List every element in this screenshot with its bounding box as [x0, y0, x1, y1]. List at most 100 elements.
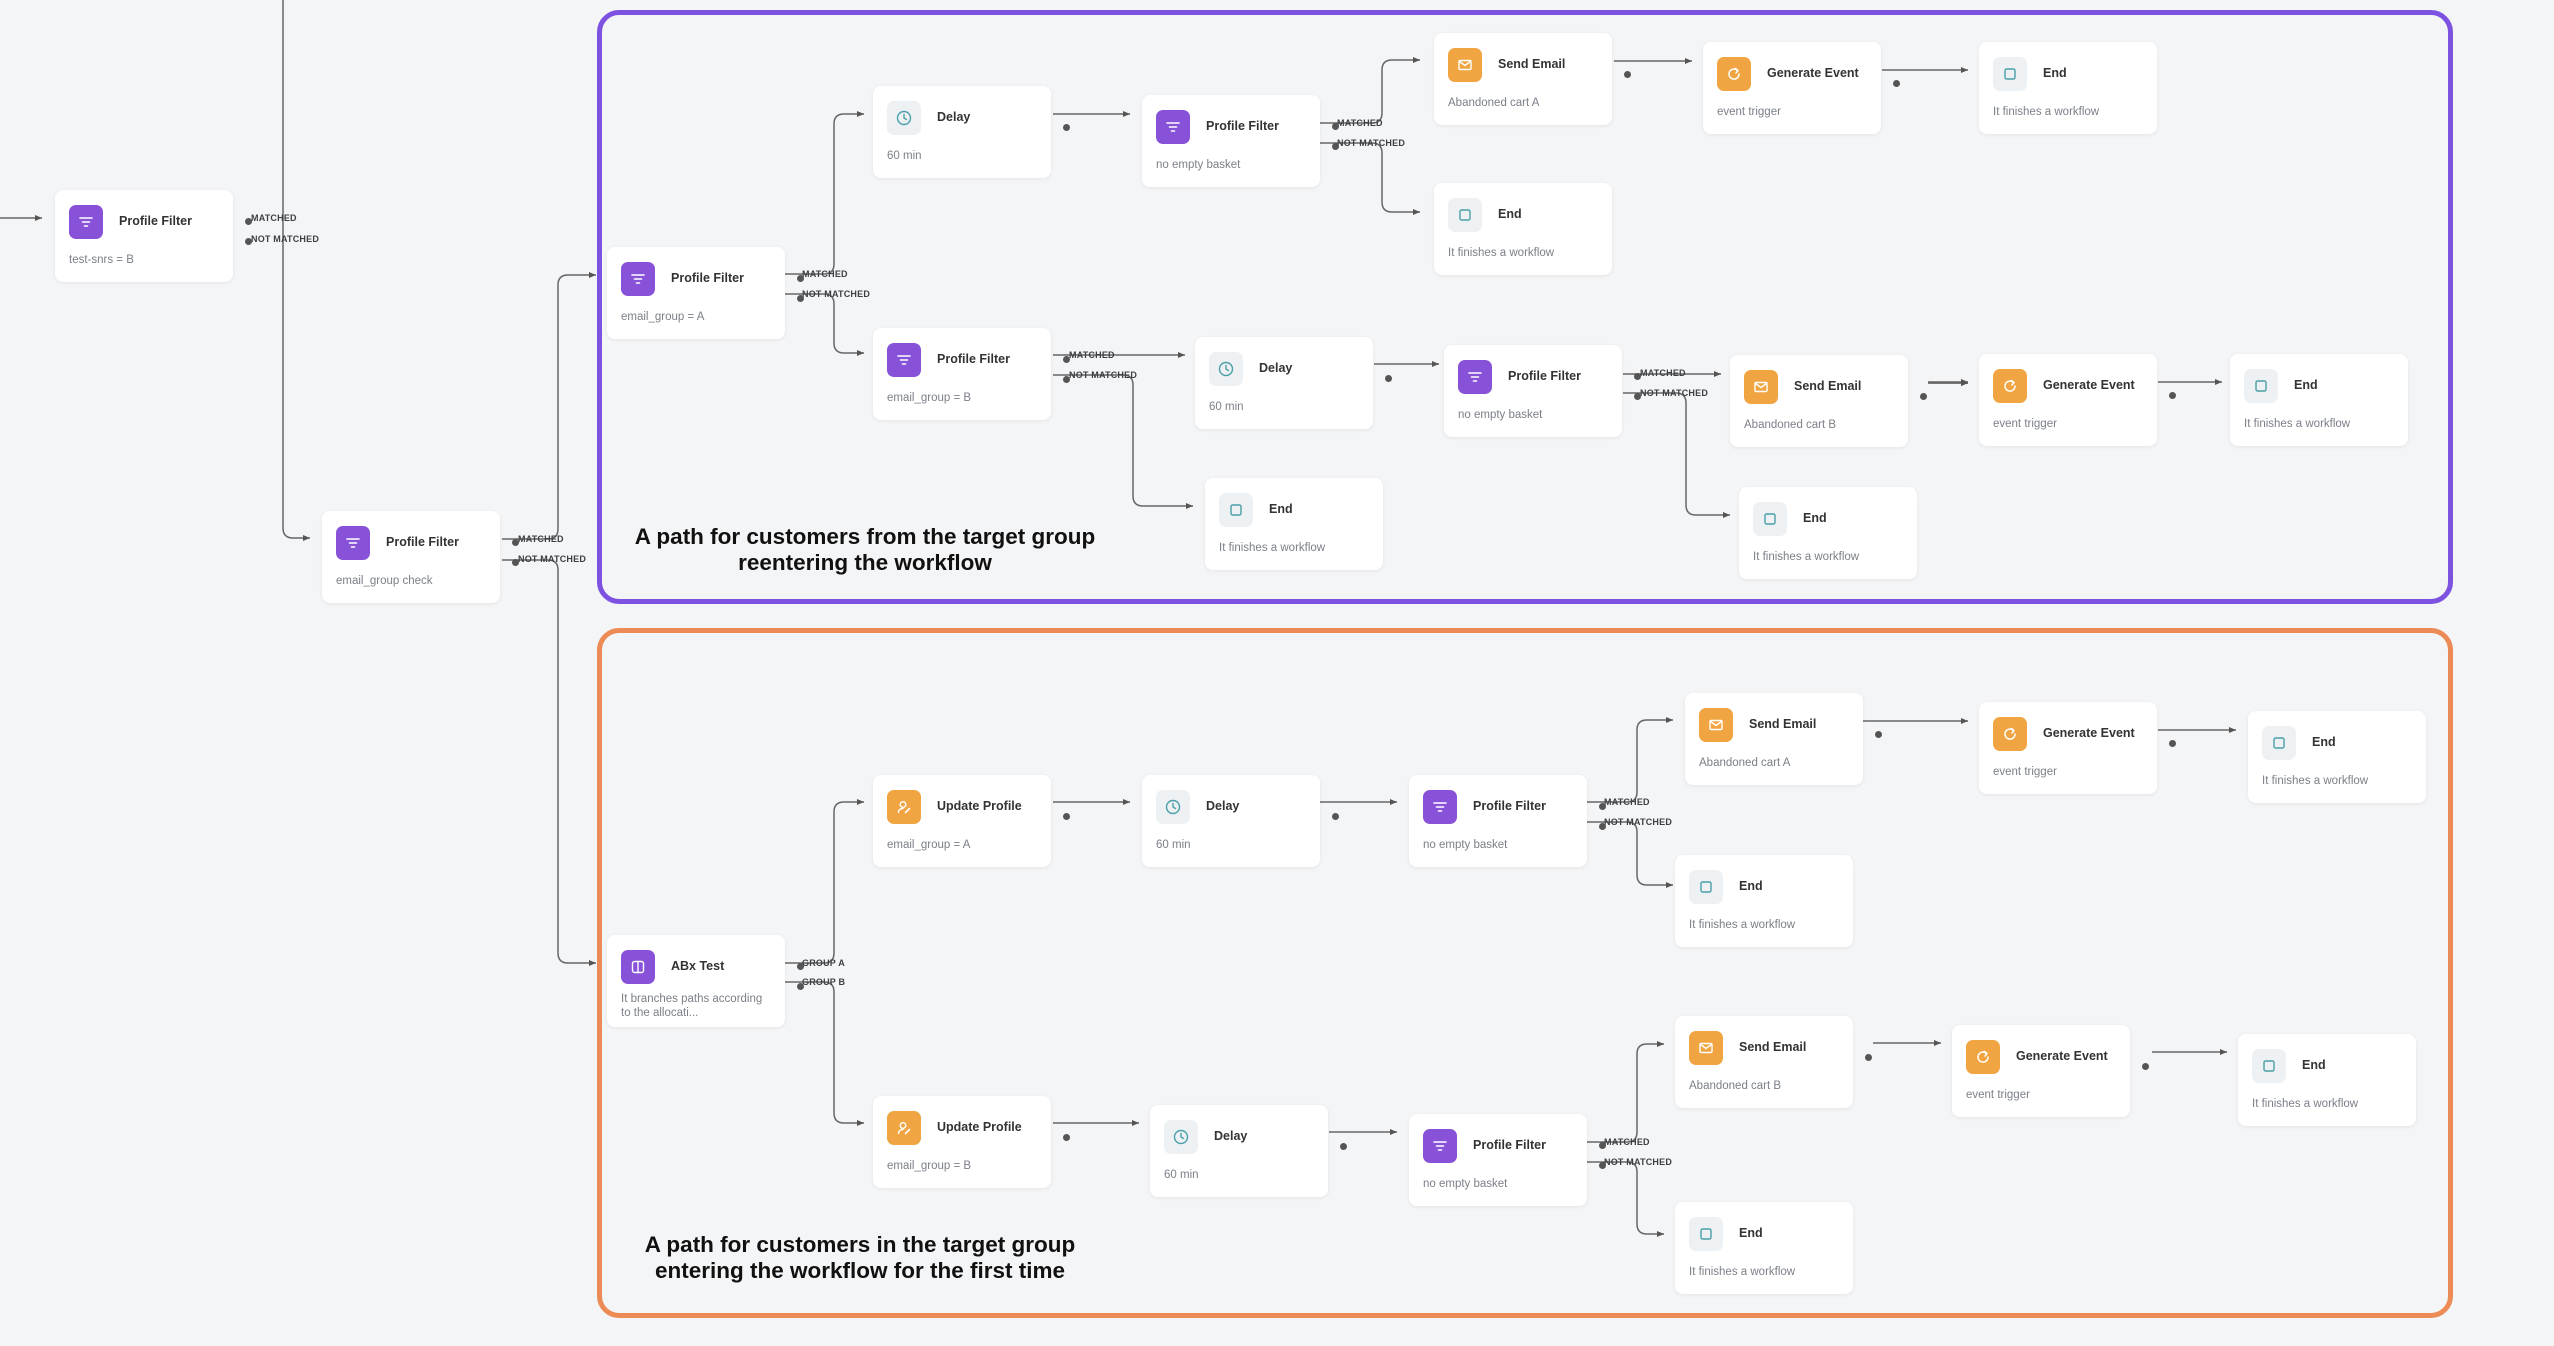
profile-filter-node[interactable]: Profile Filter no empty basket [1409, 1114, 1606, 1206]
output-port[interactable] [1340, 1143, 1347, 1150]
node-subtitle: event trigger [1993, 418, 2057, 430]
update-profile-icon [887, 1111, 921, 1145]
end-icon [1448, 198, 1482, 232]
output-port[interactable] [2169, 392, 2176, 399]
output-port[interactable] [1063, 376, 1070, 383]
profile-filter-node[interactable]: Profile Filter test-snrs = B [55, 190, 252, 282]
output-port[interactable] [1599, 1162, 1606, 1169]
node-title: End [1739, 1226, 1763, 1240]
node-subtitle: email_group = A [621, 311, 705, 323]
filter-icon [887, 343, 921, 377]
node-title: Profile Filter [1473, 1138, 1546, 1152]
node-subtitle: test-snrs = B [69, 254, 134, 266]
output-port[interactable] [1875, 731, 1882, 738]
output-port[interactable] [245, 238, 252, 245]
node-subtitle: 60 min [1156, 839, 1191, 851]
node-title: Profile Filter [1473, 799, 1546, 813]
port-label-matched: MATCHED [1337, 118, 1383, 128]
node-subtitle: Abandoned cart B [1744, 419, 1837, 431]
node-subtitle: event trigger [1966, 1089, 2030, 1101]
node-subtitle: Abandoned cart B [1689, 1080, 1782, 1092]
group-caption-first-time: A path for customers in the target group… [644, 1232, 1076, 1283]
output-port[interactable] [512, 539, 519, 546]
output-port[interactable] [1599, 1142, 1606, 1149]
output-port[interactable] [1063, 1134, 1070, 1141]
output-port[interactable] [797, 963, 804, 970]
output-port[interactable] [1634, 373, 1641, 380]
output-port[interactable] [1063, 813, 1070, 820]
output-port[interactable] [2169, 740, 2176, 747]
node-title: Profile Filter [119, 214, 192, 228]
output-port[interactable] [1599, 803, 1606, 810]
output-port[interactable] [1634, 393, 1641, 400]
node-subtitle: It finishes a workflow [1448, 247, 1555, 259]
port-label-not-matched: NOT MATCHED [1337, 138, 1406, 148]
filter-icon [621, 262, 655, 296]
output-port[interactable] [1332, 123, 1339, 130]
node-title: End [1739, 879, 1763, 893]
output-port[interactable] [1332, 143, 1339, 150]
output-port[interactable] [245, 218, 252, 225]
output-port[interactable] [1063, 124, 1070, 131]
node-title: End [2043, 66, 2067, 80]
node-title: Update Profile [937, 799, 1022, 813]
output-port[interactable] [1063, 356, 1070, 363]
output-port[interactable] [1624, 71, 1631, 78]
node-subtitle: Abandoned cart A [1699, 757, 1791, 769]
output-port[interactable] [797, 983, 804, 990]
port-label-not-matched: NOT MATCHED [1640, 388, 1709, 398]
output-port[interactable] [512, 559, 519, 566]
node-subtitle: no empty basket [1458, 409, 1543, 421]
output-port[interactable] [1865, 1054, 1872, 1061]
filter-icon [1423, 790, 1457, 824]
port-label-group-a: GROUP A [802, 958, 845, 968]
ab-test-icon [621, 950, 655, 984]
output-port[interactable] [1893, 80, 1900, 87]
output-port[interactable] [1385, 375, 1392, 382]
output-port[interactable] [797, 295, 804, 302]
group-box-first-time [597, 628, 2453, 1318]
node-subtitle: no empty basket [1423, 1178, 1508, 1190]
node-subtitle: It finishes a workflow [1219, 542, 1326, 554]
node-title: End [2312, 735, 2336, 749]
output-port[interactable] [1920, 393, 1927, 400]
end-icon [1993, 57, 2027, 91]
output-port[interactable] [1599, 823, 1606, 830]
output-port[interactable] [797, 275, 804, 282]
node-subtitle: email_group = B [887, 1160, 972, 1172]
end-icon [1219, 493, 1253, 527]
port-label-matched: MATCHED [1604, 1137, 1650, 1147]
output-port[interactable] [1332, 813, 1339, 820]
output-port[interactable] [2142, 1063, 2149, 1070]
